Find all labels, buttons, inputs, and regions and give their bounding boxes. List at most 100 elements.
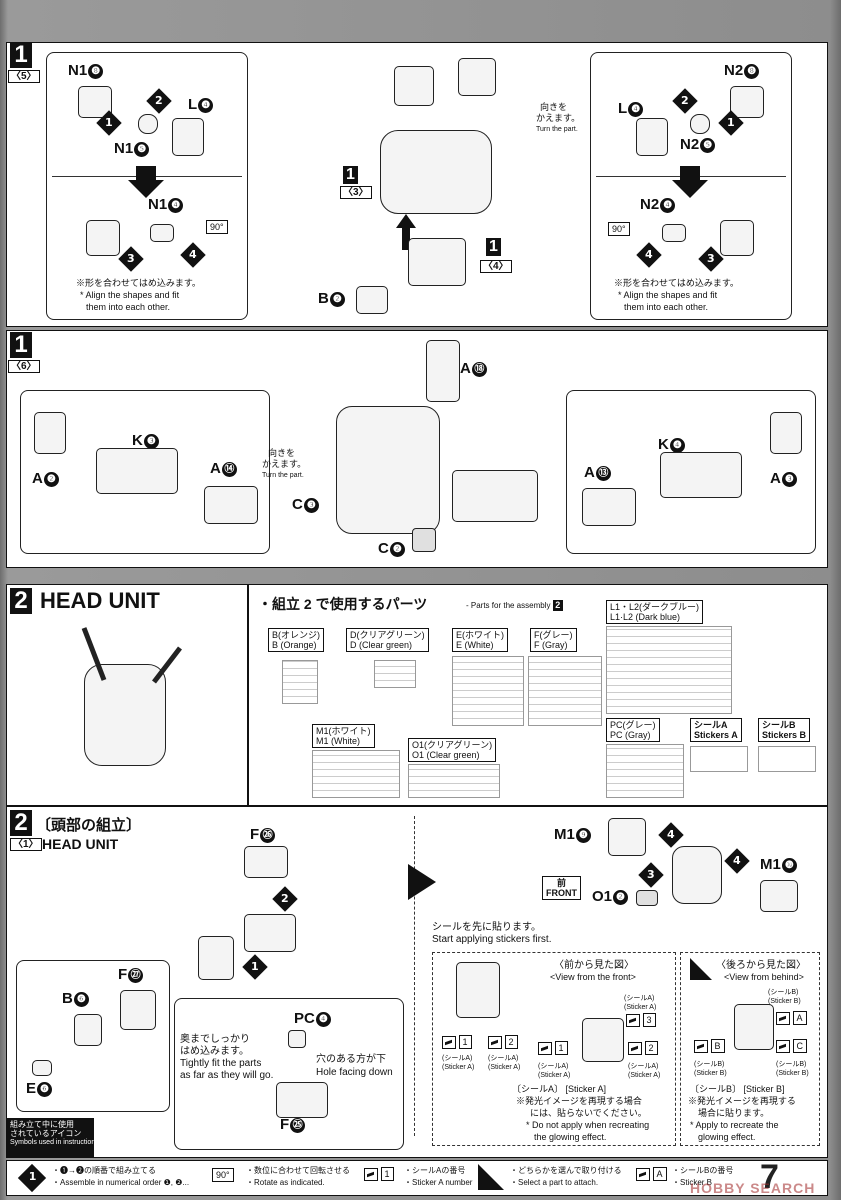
assembly-title-en: HEAD UNIT — [42, 836, 119, 852]
sticker-a-1-jp: (シールA) — [442, 1055, 473, 1062]
legend-title-jp-1: 組み立て中に使用 — [10, 1120, 74, 1129]
rotate-90-icon: 90° — [608, 222, 630, 236]
sticker-a-3-tag: 3 — [626, 1012, 656, 1027]
legend-rotate-icon: 90° — [212, 1168, 234, 1182]
inset-pc4 — [174, 998, 404, 1150]
part-n2-5 — [690, 114, 710, 134]
legend-item1-en: ・Assemble in numerical order ❶, ❷... — [52, 1178, 190, 1187]
part-a14 — [204, 486, 258, 524]
sticker-a-heading: 〔シールA〕 [Sticker A] — [512, 1084, 607, 1094]
part-n1-4 — [150, 224, 174, 242]
legend-sticker-a-icon: 1 — [364, 1166, 394, 1181]
vertical-divider — [414, 816, 415, 1136]
runner-d — [374, 660, 416, 688]
sticker-b-top-jp: (シールB) — [768, 989, 799, 996]
sticker-a-3-en: (Sticker A) — [624, 1004, 657, 1011]
sticker-a-note-en-2: the glowing effect. — [534, 1132, 607, 1142]
part-k4 — [660, 452, 742, 498]
part-b2 — [356, 286, 388, 314]
runner-d-label: D(クリアグリーン)D (Clear green) — [346, 628, 429, 652]
part-a3 — [770, 412, 802, 454]
ref-step-1-b: 1 — [486, 238, 501, 256]
part-assembled-eye — [86, 220, 120, 256]
fit-note-jp-2: はめ込みます。 — [180, 1046, 249, 1057]
sticker-a-2b-tag: 2 — [628, 1040, 658, 1055]
sticker-a-3-jp: (シールA) — [624, 995, 655, 1002]
sticker-b-c-en: (Sticker B) — [776, 1070, 809, 1077]
substep-6: 〈6〉 — [8, 360, 40, 373]
runner-f — [528, 656, 602, 726]
part-a2 — [34, 412, 66, 454]
part-head-m1 — [672, 846, 722, 904]
part-head-side — [198, 936, 234, 980]
hole-note-jp: 穴のある方が下 — [316, 1054, 386, 1065]
sticker-a-note-jp-1: ※発光イメージを再現する場合 — [516, 1096, 642, 1106]
sticker-a-1b-en: (Sticker A) — [538, 1072, 571, 1079]
part-l4-right — [636, 118, 668, 156]
legend-title-jp-2: されているアイコン — [10, 1129, 82, 1138]
part-m1-10 — [760, 880, 798, 912]
arrow-up-icon — [396, 214, 416, 250]
part-assembled-eye-right — [720, 220, 754, 256]
step2-title: HEAD UNIT — [40, 588, 160, 613]
sticker-a-2-tag: 2 — [488, 1034, 518, 1049]
substep-1: 〈1〉 — [10, 838, 42, 851]
legend-item2-jp: ・数位に合わせて回転させる — [246, 1166, 350, 1175]
step2-number: 2 — [10, 588, 32, 614]
sticker-b-note-jp-2: 場合に貼ります。 — [698, 1108, 770, 1118]
runner-o1 — [408, 764, 500, 798]
align-note-jp-right: ※形を合わせてはめ込みます。 — [614, 278, 739, 288]
part-n2-4 — [662, 224, 686, 242]
runner-pc — [606, 744, 684, 798]
sticker-a-note-en-1: * Do not apply when recreating — [526, 1120, 650, 1130]
sticker-b-c-jp: (シールB) — [776, 1061, 807, 1068]
part-head-frame — [244, 914, 296, 952]
substep-4: 〈4〉 — [480, 260, 512, 273]
sticker-b-note-en-2: glowing effect. — [698, 1132, 756, 1142]
parts-heading-jp: ・組立 2 で使用するパーツ — [258, 596, 428, 612]
part-e6 — [32, 1060, 52, 1076]
align-note-en-1-right: * Align the shapes and fit — [618, 290, 718, 300]
part-c2 — [412, 528, 436, 552]
part-o1-2 — [636, 890, 658, 906]
part-top-right — [458, 58, 496, 96]
align-note-en-2-right: them into each other. — [624, 302, 709, 312]
part-a18 — [426, 340, 460, 402]
legend-sticker-b-icon: A — [636, 1166, 667, 1181]
runner-o1-label: O1(クリアグリーン)O1 (Clear green) — [408, 738, 497, 762]
align-note-en-1: * Align the shapes and fit — [80, 290, 180, 300]
runner-m1-label: M1(ホワイト)M1 (White) — [312, 724, 375, 748]
parts-heading-en: - Parts for the assembly 2 — [466, 600, 563, 611]
sticker-b-note-jp-1: ※発光イメージを再現する — [688, 1096, 796, 1106]
align-note-jp: ※形を合わせてはめ込みます。 — [76, 278, 201, 288]
legend-item3-jp: ・シールAの番号 — [404, 1166, 466, 1175]
part-head-shell — [380, 130, 492, 214]
part-k-right-shell — [452, 470, 538, 522]
sticker-b-box — [680, 952, 820, 1146]
part-f27 — [120, 990, 156, 1030]
sticker-first-en: Start applying stickers first. — [432, 934, 552, 945]
part-top-left — [394, 66, 434, 106]
legend-item2-en: ・Rotate as indicated. — [246, 1178, 325, 1187]
fit-note-en-2: as far as they will go. — [180, 1070, 274, 1081]
legend-item1-jp: ・❶→❷の順番で組み立てる — [52, 1166, 156, 1175]
sticker-a-2b-en: (Sticker A) — [628, 1072, 661, 1079]
runner-m1 — [312, 750, 400, 798]
view-front-jp: 〈前から見た図〉 — [554, 960, 634, 971]
part-pc4 — [288, 1030, 306, 1048]
turn-note-en: Turn the part. — [536, 126, 578, 133]
runner-b-label: B(オレンジ)B (Orange) — [268, 628, 324, 652]
